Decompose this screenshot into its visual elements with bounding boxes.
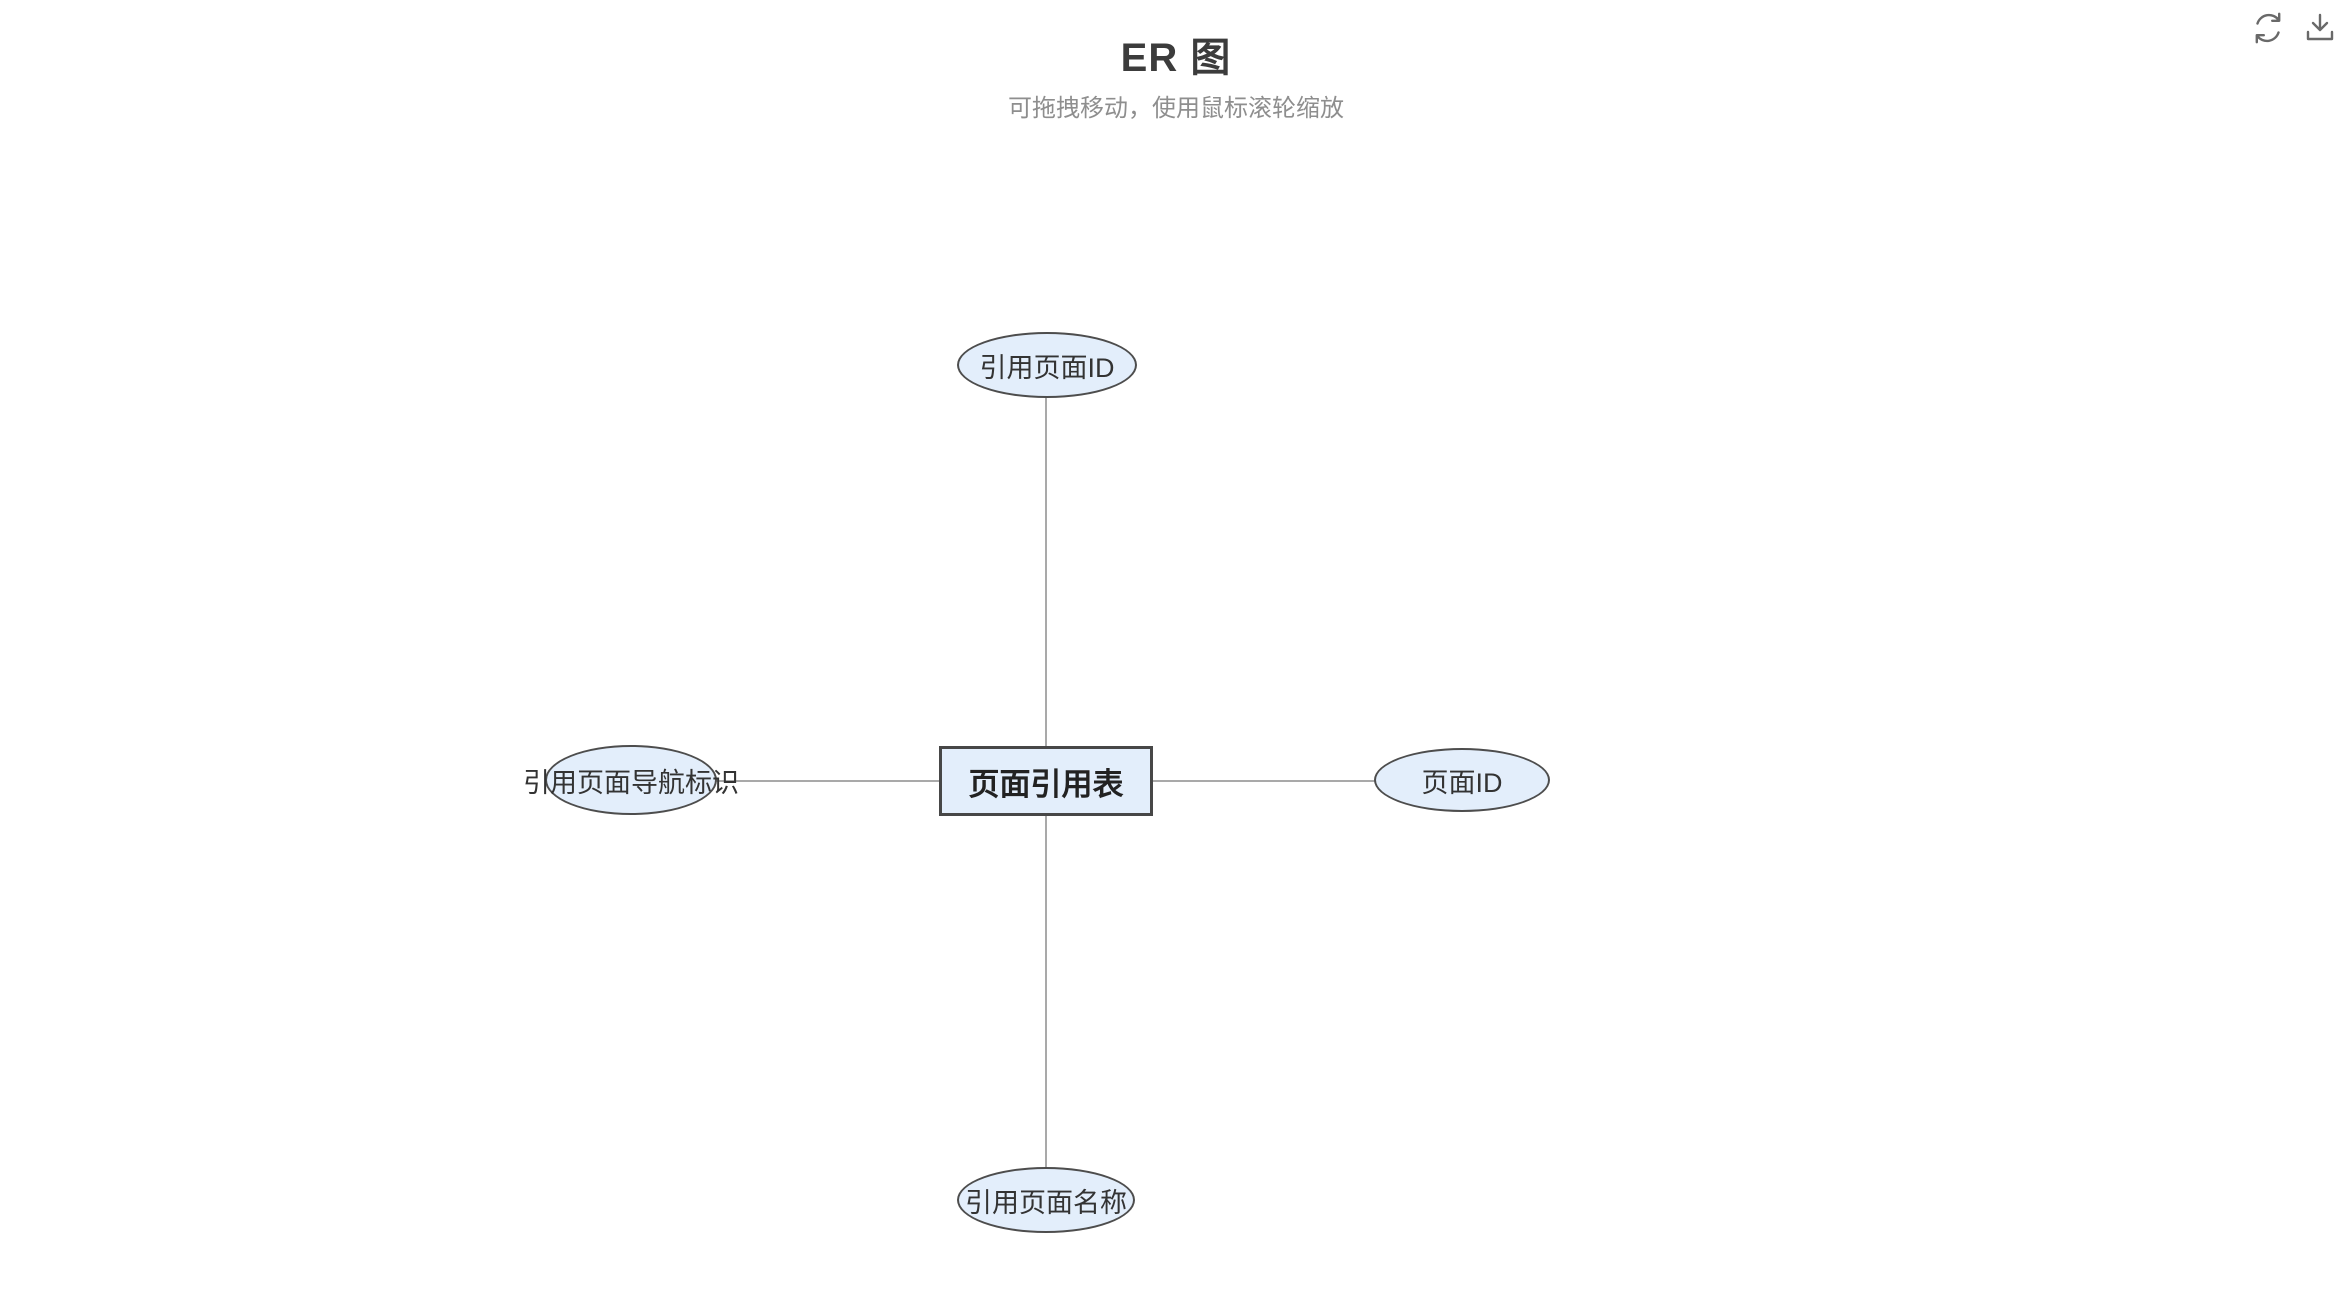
- refresh-button[interactable]: [2250, 10, 2286, 46]
- connector-line-top: [1045, 397, 1047, 747]
- connector-line-right: [1152, 780, 1375, 782]
- download-button[interactable]: [2302, 10, 2338, 46]
- attribute-node-top[interactable]: 引用页面ID: [957, 332, 1137, 398]
- entity-node[interactable]: 页面引用表: [939, 746, 1153, 816]
- attribute-node-bottom[interactable]: 引用页面名称: [957, 1167, 1135, 1233]
- attribute-label: 页面ID: [1421, 767, 1503, 798]
- entity-label: 页面引用表: [968, 766, 1124, 802]
- connector-line-bottom: [1045, 815, 1047, 1168]
- attribute-node-left[interactable]: 引用页面导航标识: [523, 745, 739, 815]
- attribute-label: 引用页面导航标识: [523, 767, 739, 798]
- refresh-icon: [2250, 10, 2286, 46]
- attribute-node-right[interactable]: 页面ID: [1374, 748, 1550, 812]
- download-icon: [2302, 10, 2338, 46]
- toolbar: [2250, 10, 2338, 46]
- attribute-label: 引用页面ID: [979, 352, 1115, 383]
- attribute-label: 引用页面名称: [965, 1187, 1127, 1218]
- connector-line-left: [716, 780, 940, 782]
